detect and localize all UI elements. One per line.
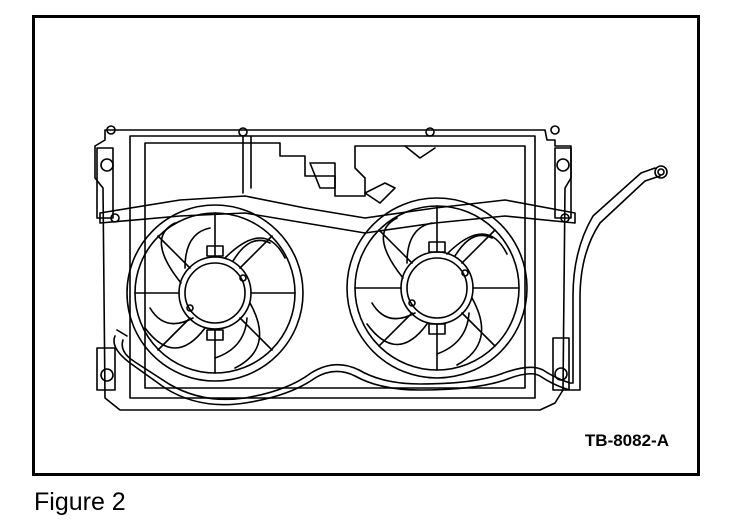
figure-frame: TB-8082-A (32, 15, 700, 476)
figure-caption: Figure 2 (34, 488, 126, 516)
drawing-code-label: TB-8082-A (584, 431, 669, 450)
cooling-fan-assembly-drawing (35, 18, 697, 473)
radiator-frame (95, 126, 575, 410)
left-fan (127, 205, 303, 381)
cooler-line (114, 166, 667, 405)
right-fan (347, 198, 527, 378)
